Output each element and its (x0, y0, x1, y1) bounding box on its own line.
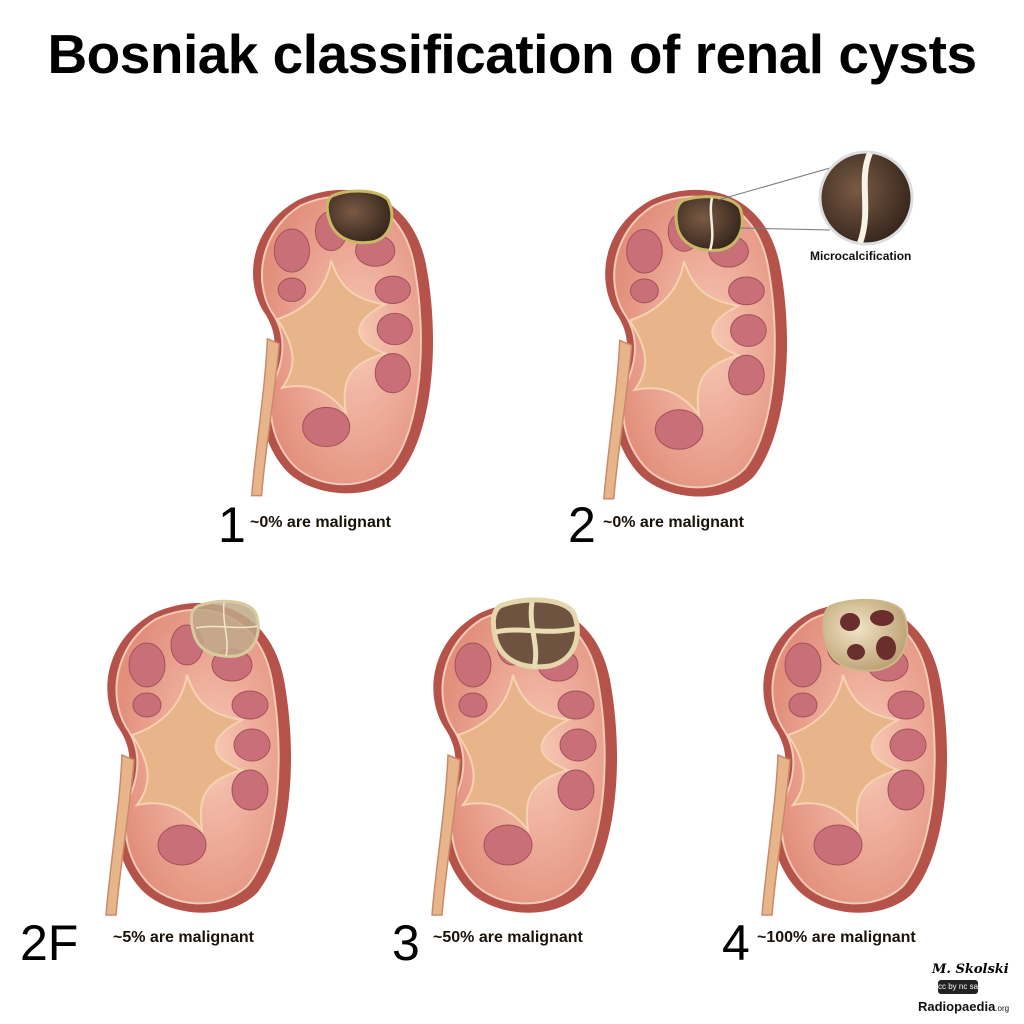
kidney-grade-2 (602, 150, 914, 500)
grade-2f-label: 2F (20, 915, 79, 971)
cyst-solid (822, 598, 909, 672)
grade-4-malignancy: ~100% are malignant (757, 929, 916, 946)
site-suffix: .org (995, 1004, 1010, 1013)
grade-1-malignancy: ~0% are malignant (250, 514, 391, 531)
kidney-grade-1 (250, 188, 435, 497)
grade-2f-malignancy: ~5% are malignant (113, 929, 254, 946)
site-name: Radiopaedia (918, 999, 996, 1014)
microcalcification-label: Microcalcification (810, 249, 912, 263)
page-title: Bosniak classification of renal cysts (47, 23, 977, 85)
kidney-grade-3 (431, 597, 619, 916)
grade-4-label: 4 (722, 915, 750, 971)
grade-3-malignancy: ~50% are malignant (433, 929, 583, 946)
grade-3-label: 3 (392, 915, 420, 971)
grade-1-label: 1 (218, 497, 246, 553)
grade-2-malignancy: ~0% are malignant (603, 514, 744, 531)
cyst-simple (325, 189, 394, 245)
radiopaedia-credit: Radiopaedia.org (918, 999, 1009, 1014)
grade-2-label: 2 (568, 497, 596, 553)
kidney-grade-2f (105, 599, 293, 916)
author-signature: M. Skolski (932, 962, 1009, 977)
cyst-microcalcification (674, 195, 744, 252)
magnifier-callout (818, 150, 914, 246)
cc-license-badge: cc by nc sa (938, 980, 978, 994)
kidney-grade-4 (761, 598, 949, 916)
